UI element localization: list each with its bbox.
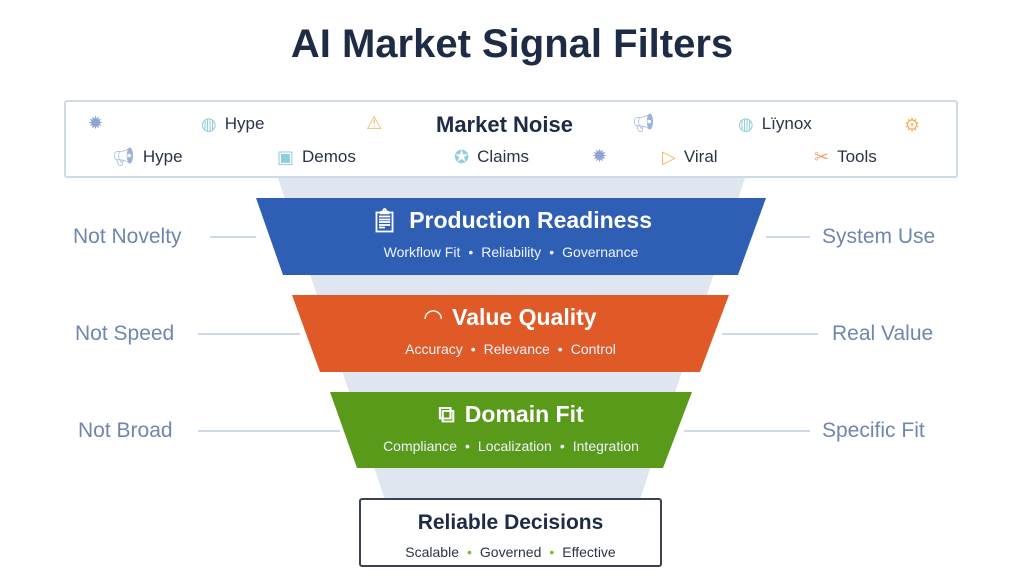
left-label: Not Speed [75,322,175,345]
gear-icon: ⚙ [904,115,921,135]
globe-icon: ◍ [738,114,754,134]
filter-title: Production Readiness [409,207,653,233]
gauge-icon: ◠ [424,304,443,330]
noise-title: Market Noise [436,112,573,138]
result-item: Governed [479,544,542,560]
noise-title-text: Market Noise [436,112,573,137]
right-label: Specific Fit [822,419,925,442]
filter-band-domain-fit [330,392,692,468]
noise-label: Hype [224,114,265,133]
noise-label: Tools [837,147,877,166]
filter-item: Relevance [483,341,550,357]
noise-item: ✂ Tools [814,147,877,167]
noise-item: ▷ Viral [662,147,718,167]
noise-item: ◍ Hype [201,114,264,134]
noise-item: ▣ Demos [277,147,356,167]
result-item: Scalable [405,544,459,560]
badge-check-icon: ✹ [88,113,104,133]
noise-label: Hype [142,147,183,166]
megaphone-icon: 📢︎ [112,147,135,167]
filter-item: Localization [477,438,552,454]
noise-item: 📢︎ Hype [112,147,183,167]
globe-icon: ◍ [201,114,217,134]
filter-item: Integration [572,438,639,454]
noise-item: ⚙ [904,116,920,134]
warning-icon: ⚠ [366,113,383,133]
result-title: Reliable Decisions [417,511,604,534]
right-label: Real Value [832,322,934,345]
puzzle-icon: ⧉ [438,401,455,427]
filter-production-readiness: 📋︎Production Readiness Workflow Fit•Reli… [369,207,653,260]
page-title: AI Market Signal Filters [290,22,734,66]
noise-item: ◍ Lïynox [738,114,812,134]
filter-item: Control [570,341,616,357]
filter-item: Compliance [383,438,457,454]
filter-value-quality: ◠Value Quality Accuracy•Relevance•Contro… [405,304,616,357]
tools-icon: ✂ [814,147,830,167]
filter-item: Governance [562,244,639,260]
noise-item: ✹ [88,114,103,132]
filter-title: Value Quality [452,304,597,330]
left-label: Not Novelty [73,225,182,248]
clipboard-check-icon: 📋︎ [369,207,400,233]
filter-item: Workflow Fit [383,244,461,260]
filter-band-production-readiness [256,198,766,275]
noise-item: 📢︎ [632,114,655,132]
right-label: System Use [822,225,936,248]
megaphone-icon: 📢︎ [632,113,655,133]
noise-label: Viral [683,147,718,166]
filter-domain-fit: ⧉Domain Fit Compliance•Localization•Inte… [383,401,639,454]
noise-item: ✹ [592,147,607,165]
badge-check-icon: ✹ [592,146,608,166]
noise-item: ✪ Claims [454,147,529,167]
result-item: Effective [562,544,616,560]
noise-item: ⚠ [366,114,382,132]
badge-check-icon: ✪ [454,147,470,167]
filter-band-value-quality [292,295,729,372]
market-noise-panel: ✹ ◍ Hype ⚠ Market Noise 📢︎ ◍ Lïynox ⚙ 📢︎ Hy… [64,100,958,178]
noise-label: Claims [477,147,530,166]
filter-item: Accuracy [405,341,463,357]
noise-label: Lïynox [761,114,812,133]
play-bubble-icon: ▷ [662,147,676,167]
video-icon: ▣ [277,147,295,167]
left-label: Not Broad [78,419,173,442]
noise-label: Demos [302,147,356,166]
result-box: Reliable Decisions Scalable•Governed•Eff… [359,498,662,567]
filter-item: Reliability [481,244,542,260]
filter-title: Domain Fit [464,401,584,427]
